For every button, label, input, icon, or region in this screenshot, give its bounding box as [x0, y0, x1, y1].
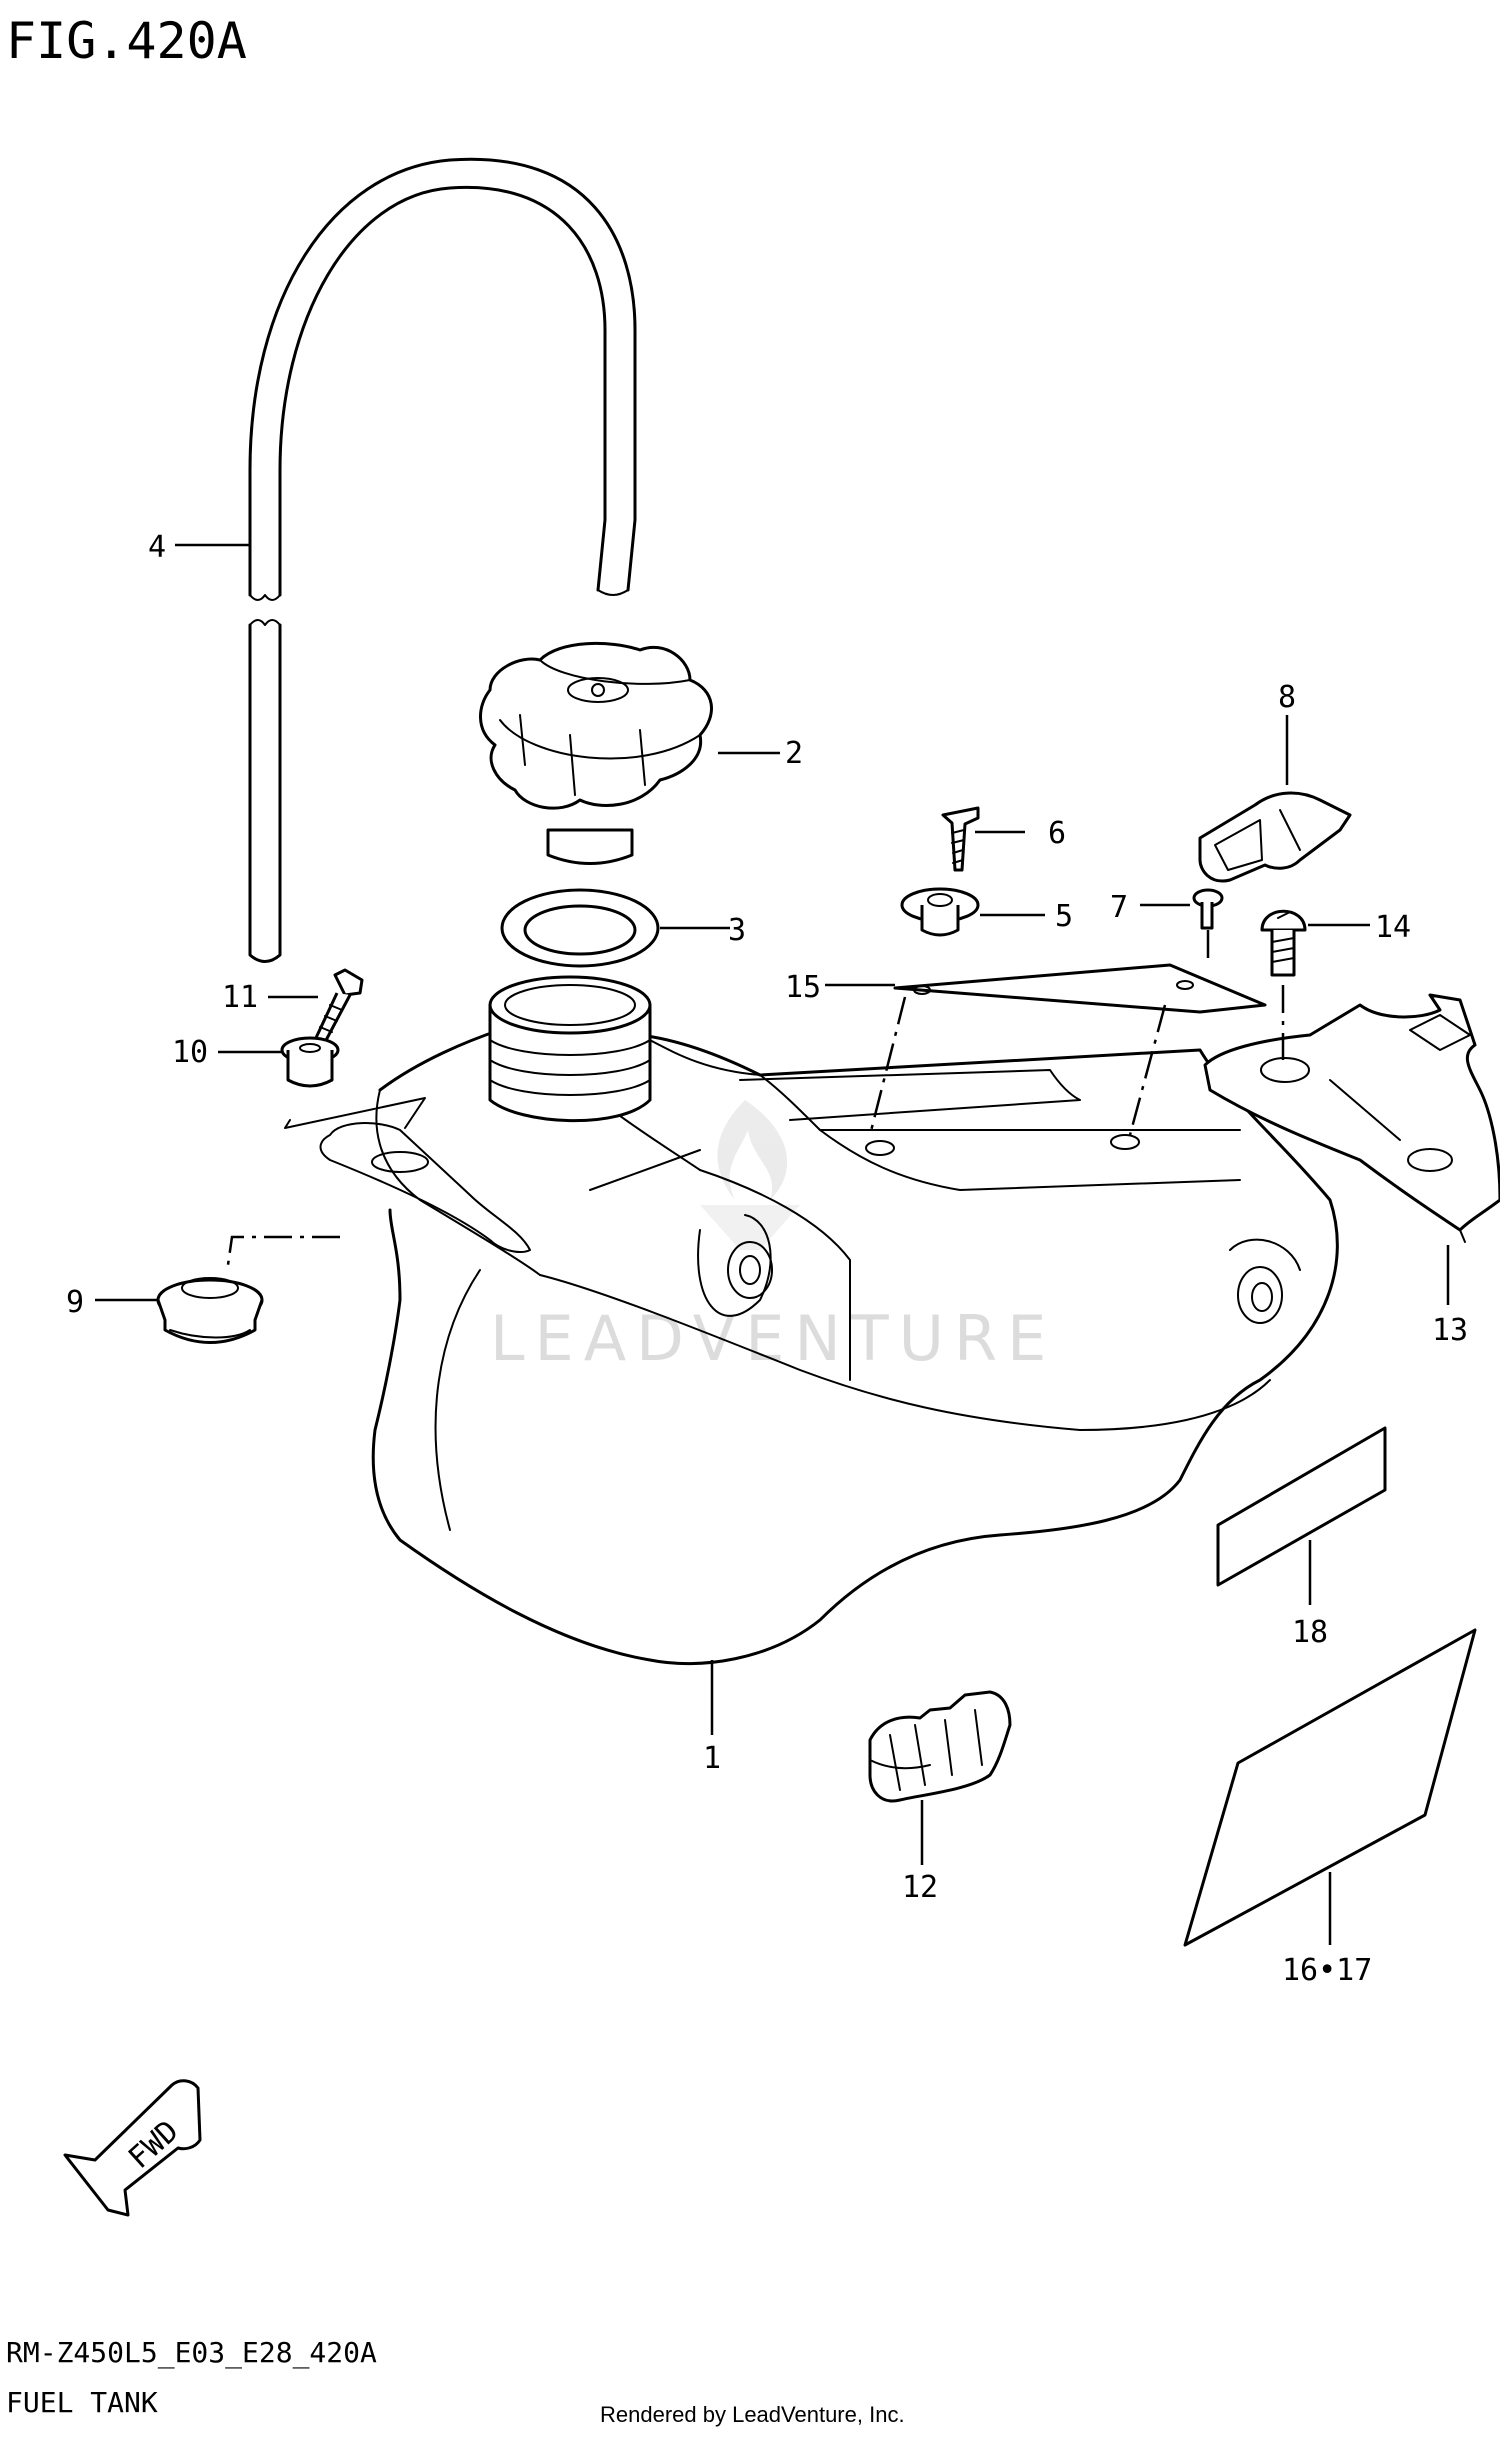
model-code: RM-Z450L5_E03_E28_420A	[6, 2336, 377, 2370]
grommet-part-9	[156, 1277, 264, 1344]
fwd-arrow-icon	[63, 2079, 202, 2217]
cushion-part-12	[868, 1690, 1012, 1803]
breather-hose-part-4	[248, 157, 637, 963]
strap-part-8	[1198, 791, 1352, 883]
screw-part-6	[941, 806, 980, 872]
callout-12: 12	[902, 1870, 938, 1905]
bracket-plate-part-15	[893, 963, 1267, 1014]
figure-title: FIG.420A	[6, 12, 247, 70]
callout-13: 13	[1432, 1313, 1468, 1348]
callout-3: 3	[728, 913, 746, 948]
credit-line: Rendered by LeadVenture, Inc.	[600, 2402, 905, 2427]
bolt-part-14	[1260, 909, 1307, 977]
callout-7: 7	[1110, 890, 1128, 925]
fwd-direction-badge: FWD	[63, 2079, 202, 2217]
mount-indicator-10	[284, 1097, 426, 1129]
side-bracket-part-13	[1203, 993, 1500, 1243]
watermark-text: LEADVENTURE	[490, 1302, 1056, 1375]
fuel-tank-part-1	[319, 975, 1339, 1666]
callout-16-17: 16•17	[1282, 1953, 1372, 1988]
callout-6: 6	[1048, 816, 1066, 851]
collar-part-10	[280, 1036, 340, 1088]
callout-2: 2	[785, 736, 803, 771]
callout-10: 10	[172, 1035, 208, 1070]
small-screw-part-7	[1192, 888, 1224, 930]
callout-15: 15	[785, 970, 821, 1005]
callout-1: 1	[703, 1741, 721, 1776]
watermark: LEADVENTURE	[490, 1100, 1056, 1375]
label-part-16-17	[1183, 1628, 1477, 1947]
callout-8: 8	[1278, 680, 1296, 715]
watermark-flame-icon	[700, 1100, 800, 1250]
leader-lines	[95, 543, 1450, 1945]
label-part-18	[1216, 1426, 1387, 1587]
callout-9: 9	[66, 1285, 84, 1320]
alignment-lines	[226, 930, 1285, 1266]
callout-4: 4	[148, 530, 166, 565]
bolt-part-11	[313, 968, 364, 1046]
callout-numbers: 4 2 3 6 5 7 8 14 15 11 10 9 13 18 1 12 1…	[66, 530, 1468, 1988]
gasket-part-3	[500, 888, 660, 968]
fuel-cap-part-2	[479, 642, 713, 865]
callout-5: 5	[1055, 899, 1073, 934]
collar-part-5	[900, 887, 980, 937]
callout-11: 11	[222, 980, 258, 1015]
section-title: FUEL TANK	[6, 2386, 158, 2419]
callout-14: 14	[1375, 910, 1411, 945]
callout-18: 18	[1292, 1615, 1328, 1650]
